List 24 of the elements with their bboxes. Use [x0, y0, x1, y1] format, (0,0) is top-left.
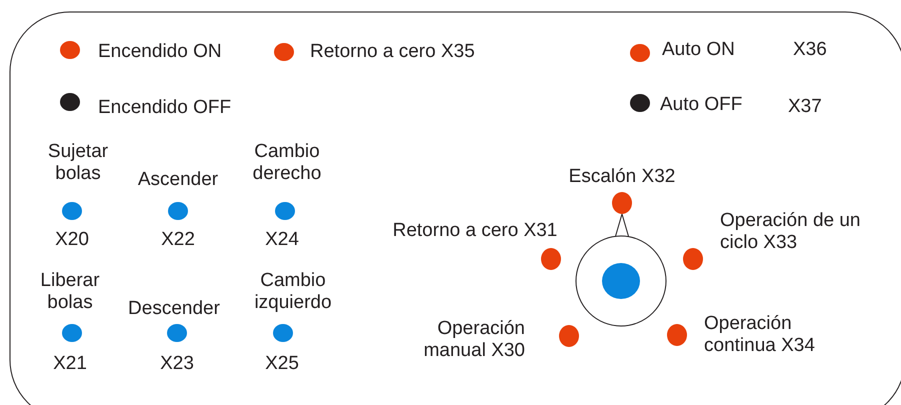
- panel-label: X21: [53, 353, 87, 375]
- panel-label: Auto ON: [662, 39, 735, 61]
- panel-label: Auto OFF: [660, 94, 742, 116]
- panel-label: Escalón X32: [568, 166, 676, 188]
- panel-label: Cambio derecho: [252, 141, 322, 185]
- panel-label: Cambio izquierdo: [253, 270, 333, 314]
- panel-label: Descender: [128, 298, 220, 320]
- panel-label: X25: [265, 353, 299, 375]
- panel-label: Retorno a cero X35: [310, 41, 475, 63]
- panel-label: Operación de un ciclo X33: [720, 210, 862, 254]
- panel-label: Retorno a cero X31: [392, 220, 558, 242]
- panel-label: Encendido ON: [98, 41, 222, 63]
- panel-label: Operación continua X34: [704, 313, 816, 357]
- panel-label: Encendido OFF: [98, 97, 232, 119]
- panel-label: Ascender: [138, 169, 218, 191]
- panel-label: X37: [788, 96, 822, 118]
- panel-label: Liberar bolas: [39, 270, 101, 314]
- panel-label: Sujetar bolas: [46, 141, 110, 185]
- panel-label: X20: [55, 229, 89, 251]
- panel-label: X22: [161, 229, 195, 251]
- panel-label: Operación manual X30: [422, 318, 525, 362]
- panel-label: X36: [793, 39, 827, 61]
- panel-label: X24: [265, 229, 299, 251]
- panel-label: X23: [160, 353, 194, 375]
